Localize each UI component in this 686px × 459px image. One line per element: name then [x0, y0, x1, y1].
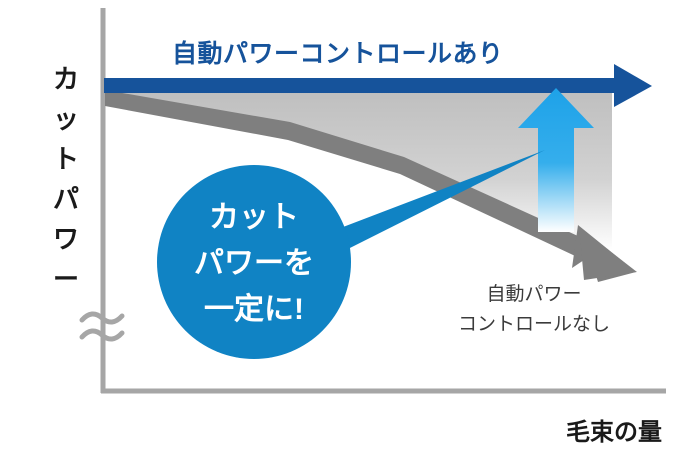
flat-power-bar	[104, 78, 620, 93]
y-axis-label-char: カ	[53, 64, 79, 94]
y-axis-label-char: パ	[53, 184, 79, 214]
axis-break-icon	[79, 311, 125, 342]
y-axis-label-char: ト	[53, 144, 79, 174]
y-axis-label-char: ワ	[53, 224, 79, 254]
series-auto-power-control	[104, 64, 652, 107]
chart-title: 自動パワーコントロールあり	[172, 40, 504, 68]
no-control-label-line-2: コントロールなし	[458, 314, 610, 335]
y-axis-label-char: ッ	[53, 104, 79, 134]
callout-tail	[322, 150, 545, 262]
callout-circle	[157, 165, 351, 359]
callout-line-1: カット	[209, 201, 299, 234]
no-control-label-line-1: 自動パワー	[486, 283, 581, 305]
flat-power-arrowhead	[614, 64, 652, 107]
callout-bubble	[157, 165, 351, 359]
y-axis-label-char: ー	[53, 264, 79, 294]
callout-line-3: 一定に!	[204, 292, 304, 326]
y-axis-label: カ ッ ト パ ワ ー	[53, 64, 79, 294]
region-between-series	[105, 92, 612, 250]
callout-line-2: パワーを	[194, 247, 314, 280]
series-no-auto-power-control	[105, 90, 637, 282]
gain-arrow-icon	[518, 88, 594, 232]
x-axis-label: 毛束の量	[566, 419, 662, 446]
